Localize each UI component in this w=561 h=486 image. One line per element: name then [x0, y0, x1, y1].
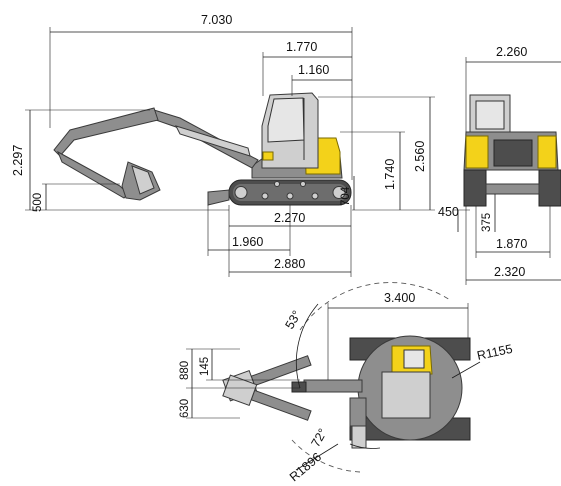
label-swing-length: 3.400 [384, 291, 415, 305]
label-front-length: 1.960 [232, 235, 263, 249]
side-boom-arm [53, 107, 259, 201]
front-dimensions [453, 57, 561, 285]
top-view [186, 282, 481, 473]
label-rear-to-cab-center: 1.160 [298, 63, 329, 77]
label-rear-to-boom-pivot: 1.770 [286, 40, 317, 54]
front-view [453, 57, 561, 285]
label-track-length: 2.270 [274, 211, 305, 225]
label-swing-angle-left: 53° [282, 308, 304, 331]
label-body-height: 1.740 [383, 159, 397, 190]
side-upper-body [251, 92, 343, 179]
label-overall-width: 2.320 [494, 265, 525, 279]
label-dig-depth: 500 [32, 193, 44, 212]
side-dimensions [25, 27, 435, 277]
label-overall-length: 7.030 [201, 13, 232, 27]
label-offset-right: 880 [179, 361, 191, 380]
label-swing-angle-right: 72° [308, 426, 330, 449]
label-track-width: 1.870 [496, 237, 527, 251]
top-dimensions [186, 303, 481, 471]
label-offset-mid: 145 [199, 357, 211, 376]
label-max-height: 2.297 [11, 145, 25, 176]
label-track-height: 704 [340, 186, 352, 206]
label-total-track-length: 2.880 [274, 257, 305, 271]
label-tail-radius: R1155 [476, 342, 514, 363]
label-track-gap: 375 [481, 213, 493, 232]
label-cab-height: 2.560 [413, 141, 427, 172]
label-blade-height: 450 [438, 205, 459, 219]
label-front-radius: R1896 [287, 450, 324, 484]
label-width-front: 2.260 [496, 45, 527, 59]
label-offset-left: 630 [179, 399, 191, 418]
side-view [25, 27, 435, 277]
side-track [207, 179, 352, 206]
